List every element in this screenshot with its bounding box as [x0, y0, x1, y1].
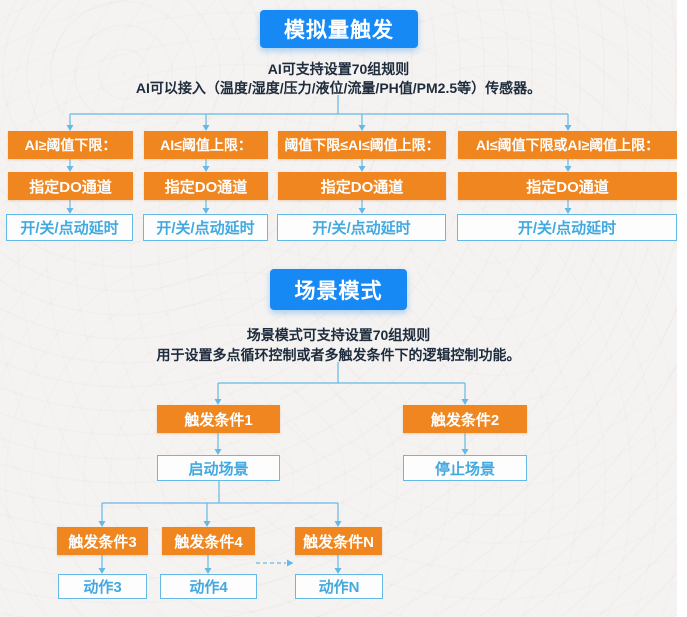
trigger-box-1: 触发条件1	[157, 405, 280, 433]
condition-box-1: AI≥阈值下限：	[8, 131, 133, 159]
switch-action-box-1: 开/关/点动延时	[6, 214, 133, 241]
condition-box-2: AI≤阈值上限：	[144, 131, 268, 159]
condition-box-3: 阈值下限≤AI≤阈值上限：	[278, 131, 446, 159]
switch-action-box-4: 开/关/点动延时	[457, 214, 677, 241]
right-gutter	[677, 0, 687, 617]
analog-description-line1: AI可支持设置70组规则	[267, 61, 410, 77]
action-box-4: 动作4	[160, 574, 257, 599]
trigger-box-4: 触发条件4	[162, 527, 255, 555]
trigger-box-3: 触发条件3	[57, 527, 148, 555]
scene-description-line2: 用于设置多点循环控制或者多触发条件下的逻辑控制功能。	[156, 347, 521, 363]
trigger-box-2: 触发条件2	[403, 405, 527, 433]
switch-action-box-2: 开/关/点动延时	[143, 214, 268, 241]
analog-description-line2: AI可以接入（温度/湿度/压力/液位/流量/PH值/PM2.5等）传感器。	[135, 80, 542, 96]
action-box-n: 动作N	[295, 574, 383, 599]
do-channel-box-4: 指定DO通道	[458, 172, 677, 200]
do-channel-box-3: 指定DO通道	[278, 172, 446, 200]
scene-action-box-1: 启动场景	[157, 455, 280, 481]
do-channel-box-2: 指定DO通道	[144, 172, 268, 200]
trigger-box-n: 触发条件N	[295, 527, 382, 555]
action-box-3: 动作3	[58, 574, 147, 599]
scene-description-line1: 场景模式可支持设置70组规则	[246, 327, 431, 343]
scene-action-box-2: 停止场景	[403, 455, 527, 481]
condition-box-4: AI≤阈值下限或AI≥阈值上限：	[458, 131, 677, 159]
analog-trigger-title: 模拟量触发	[260, 10, 418, 48]
switch-action-box-3: 开/关/点动延时	[277, 214, 446, 241]
scene-mode-title: 场景模式	[270, 269, 407, 310]
do-channel-box-1: 指定DO通道	[8, 172, 133, 200]
